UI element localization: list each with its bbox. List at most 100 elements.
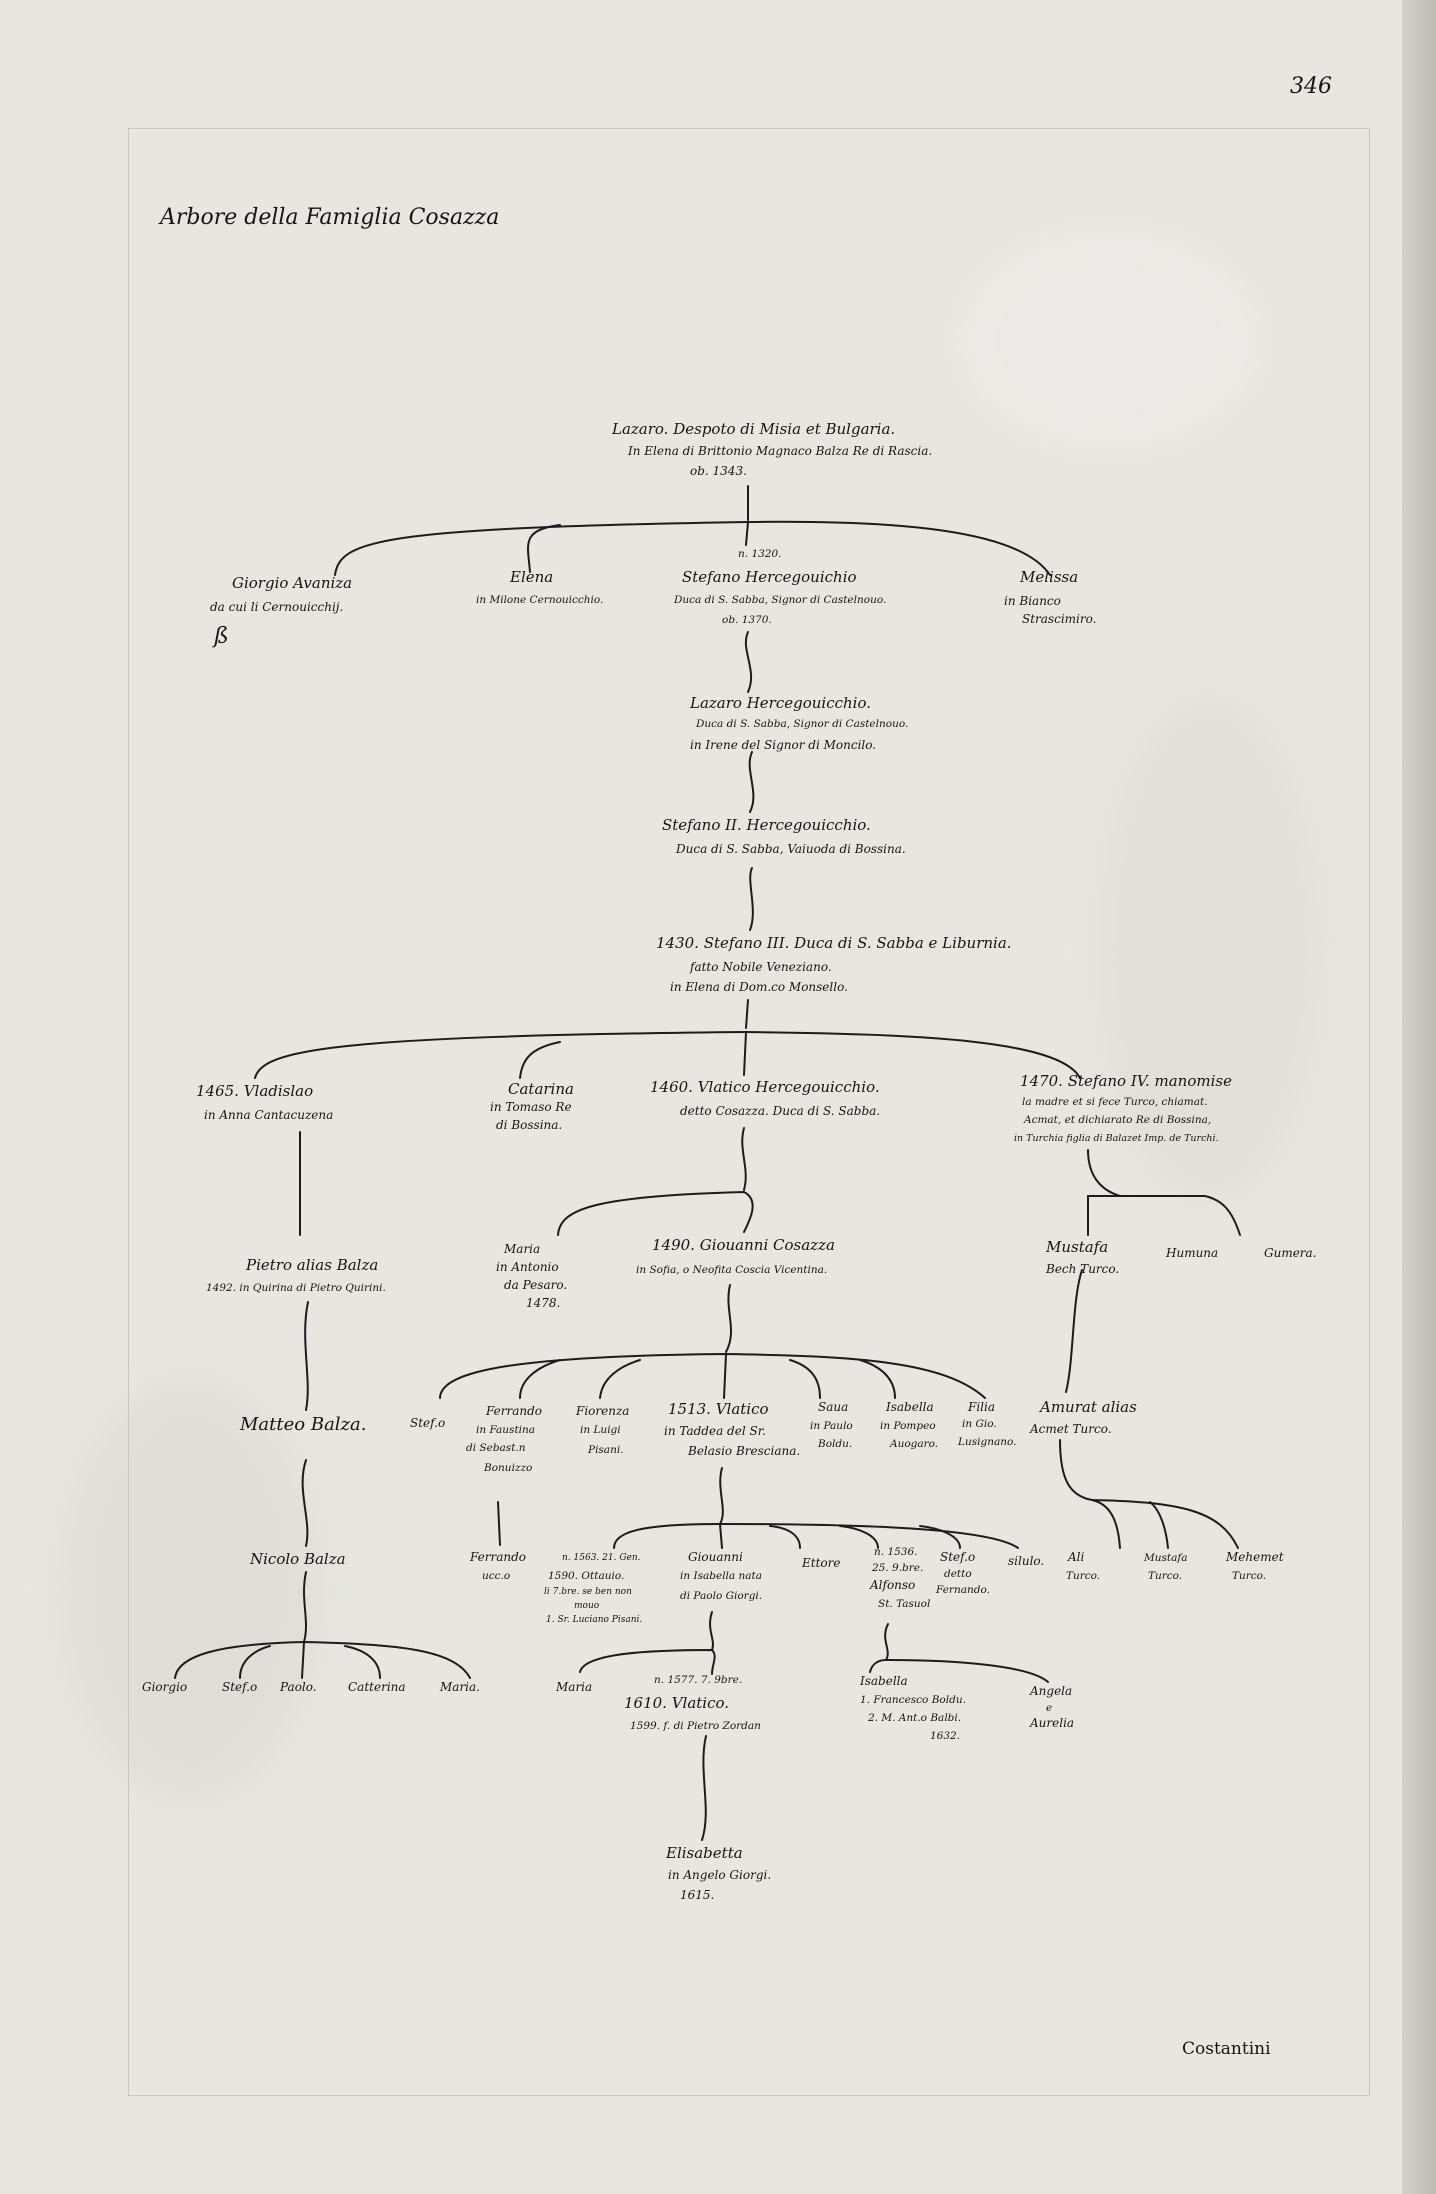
vlatico1610-spouse: 1599. f. di Pietro Zordan bbox=[630, 1720, 761, 1732]
giouanni-spouse-2: di Paolo Giorgi. bbox=[680, 1590, 763, 1602]
silulo-name: silulo. bbox=[1008, 1554, 1045, 1568]
maria2-name: Maria bbox=[556, 1680, 593, 1694]
tree-branch bbox=[613, 1522, 1019, 1549]
alfonso-name: Alfonso bbox=[870, 1578, 916, 1592]
elisabetta-name: Elisabetta bbox=[666, 1844, 743, 1862]
giorgio-mark: ß bbox=[214, 624, 229, 649]
filia-spouse-2: Lusignano. bbox=[958, 1436, 1017, 1448]
mustafa-name: Mustafa bbox=[1046, 1238, 1109, 1256]
ottauio-note-3: 1. Sr. Luciano Pisani. bbox=[546, 1615, 643, 1625]
paper-stain bbox=[960, 230, 1260, 450]
stef2-name: Stef.o bbox=[940, 1550, 976, 1564]
vlatico1513-spouse: in Taddea del Sr. bbox=[664, 1424, 766, 1438]
tree-branch bbox=[919, 1525, 961, 1549]
child-maria: Maria. bbox=[440, 1680, 480, 1694]
fiorenza-name: Fiorenza bbox=[576, 1404, 630, 1418]
ferrando-spouse-3: Bonuizzo bbox=[484, 1462, 533, 1474]
isabella2-spouse-2: 2. M. Ant.o Balbi. bbox=[868, 1712, 962, 1724]
stefano2-name: Stefano II. Hercegouicchio. bbox=[662, 816, 871, 834]
ruled-frame bbox=[128, 128, 1370, 2096]
gumera-name: Gumera. bbox=[1264, 1246, 1317, 1260]
amurat-name: Amurat alias bbox=[1040, 1398, 1137, 1416]
child-catterina: Catterina bbox=[348, 1680, 406, 1694]
mehemet-title: Turco. bbox=[1232, 1570, 1267, 1582]
tree-branch bbox=[1149, 1501, 1169, 1549]
matteo-name: Matteo Balza. bbox=[240, 1414, 367, 1435]
mehemet-name: Mehemet bbox=[1226, 1550, 1284, 1564]
ali-title: Turco. bbox=[1066, 1570, 1101, 1582]
giovanni-spouse: in Sofia, o Neofita Coscia Vicentina. bbox=[636, 1264, 828, 1276]
page-number: 346 bbox=[1290, 74, 1332, 99]
stefano4-note-2: Acmat, et dichiarato Re di Bossina, bbox=[1024, 1114, 1212, 1126]
melissa-name: Melissa bbox=[1020, 568, 1079, 586]
humuna-name: Humuna bbox=[1166, 1246, 1219, 1260]
tree-branch bbox=[869, 1658, 1049, 1683]
fiorenza-spouse-2: Pisani. bbox=[588, 1444, 624, 1456]
child-giorgio: Giorgio bbox=[142, 1680, 188, 1694]
elisabetta-spouse: in Angelo Giorgi. bbox=[668, 1868, 772, 1882]
tree-branch bbox=[497, 1501, 501, 1546]
stefano2-title: Duca di S. Sabba, Vaiuoda di Bossina. bbox=[676, 842, 906, 856]
maria-name: Maria bbox=[504, 1242, 541, 1256]
tree-branch bbox=[748, 751, 755, 813]
vladislao-spouse: in Anna Cantacuzena bbox=[204, 1108, 334, 1122]
saua-name: Saua bbox=[818, 1400, 849, 1414]
stef2-note: detto bbox=[944, 1568, 972, 1580]
stefano4-note-3: in Turchia figlia di Balazet Imp. de Tur… bbox=[1014, 1133, 1219, 1144]
ottauio-birth: n. 1563. 21. Gen. bbox=[562, 1553, 641, 1563]
tree-branch bbox=[519, 1359, 561, 1399]
lazaro2-title: Duca di S. Sabba, Signor di Castelnouo. bbox=[696, 718, 909, 730]
stefano3-name: 1430. Stefano III. Duca di S. Sabba e Li… bbox=[656, 934, 1012, 952]
tree-branch bbox=[701, 1735, 707, 1841]
tree-branch bbox=[527, 524, 561, 573]
stefano4-name: 1470. Stefano IV. manomise bbox=[1020, 1072, 1232, 1090]
isabella2-year: 1632. bbox=[930, 1730, 961, 1742]
tree-branch bbox=[884, 1623, 889, 1661]
lazaro2-name: Lazaro Hercegouicchio. bbox=[690, 694, 872, 712]
giorgio-name: Giorgio Avaniza bbox=[232, 574, 353, 592]
aurelia-name: Aurelia bbox=[1030, 1716, 1075, 1730]
tree-branch bbox=[239, 1645, 271, 1679]
page-title: Arbore della Famiglia Cosazza bbox=[160, 205, 500, 230]
stefano3-spouse: in Elena di Dom.co Monsello. bbox=[670, 980, 848, 994]
angela-name: Angela bbox=[1030, 1684, 1073, 1698]
stef-name: Stef.o bbox=[410, 1416, 446, 1430]
catarina-spouse-2: di Bossina. bbox=[496, 1118, 563, 1132]
tree-branch bbox=[1065, 1269, 1083, 1393]
elisabetta-year: 1615. bbox=[680, 1888, 715, 1902]
stefano4-note-1: la madre et si fece Turco, chiamat. bbox=[1022, 1096, 1208, 1108]
alfonso-date: 25. 9.bre. bbox=[872, 1562, 924, 1574]
lazaro2-spouse: in Irene del Signor di Moncilo. bbox=[690, 738, 877, 752]
tree-branch bbox=[719, 1523, 723, 1549]
isabella1-name: Isabella bbox=[886, 1400, 934, 1414]
vlatico-name: 1460. Vlatico Hercegouicchio. bbox=[650, 1078, 880, 1096]
nicolo-name: Nicolo Balza bbox=[250, 1550, 346, 1568]
tree-branch bbox=[839, 1525, 879, 1549]
saua-spouse: in Paulo bbox=[810, 1420, 853, 1432]
ali-name: Ali bbox=[1068, 1550, 1085, 1564]
tree-branch bbox=[789, 1359, 821, 1399]
catarina-spouse: in Tomaso Re bbox=[490, 1100, 572, 1114]
tree-branch bbox=[745, 521, 749, 546]
tree-branch bbox=[745, 999, 749, 1029]
child-stef: Stef.o bbox=[222, 1680, 258, 1694]
tree-branch bbox=[304, 1301, 309, 1411]
archive-name: Costantini bbox=[1182, 2039, 1271, 2059]
tree-branch bbox=[1087, 1149, 1121, 1197]
root-spouse: In Elena di Brittonio Magnaco Balza Re d… bbox=[628, 444, 933, 458]
melissa-spouse: in Bianco bbox=[1004, 594, 1061, 608]
tree-branch bbox=[344, 1645, 381, 1679]
ferrando2-note: ucc.o bbox=[482, 1570, 511, 1582]
tree-branch bbox=[744, 631, 753, 693]
pietro-spouse: 1492. in Quirina di Pietro Quirini. bbox=[206, 1282, 386, 1294]
tree-branch bbox=[859, 1359, 896, 1399]
saua-spouse-2: Boldu. bbox=[818, 1438, 853, 1450]
root-name: Lazaro. Despoto di Misia et Bulgaria. bbox=[612, 420, 896, 438]
isabella2-name: Isabella bbox=[860, 1674, 908, 1688]
ottauio-name: 1590. Ottauio. bbox=[548, 1570, 625, 1582]
stefano3-note: fatto Nobile Veneziano. bbox=[690, 960, 832, 974]
maria-spouse: in Antonio bbox=[496, 1260, 559, 1274]
vlatico1513-spouse-2: Belasio Bresciana. bbox=[688, 1444, 801, 1458]
mustafa-title: Bech Turco. bbox=[1046, 1262, 1120, 1276]
